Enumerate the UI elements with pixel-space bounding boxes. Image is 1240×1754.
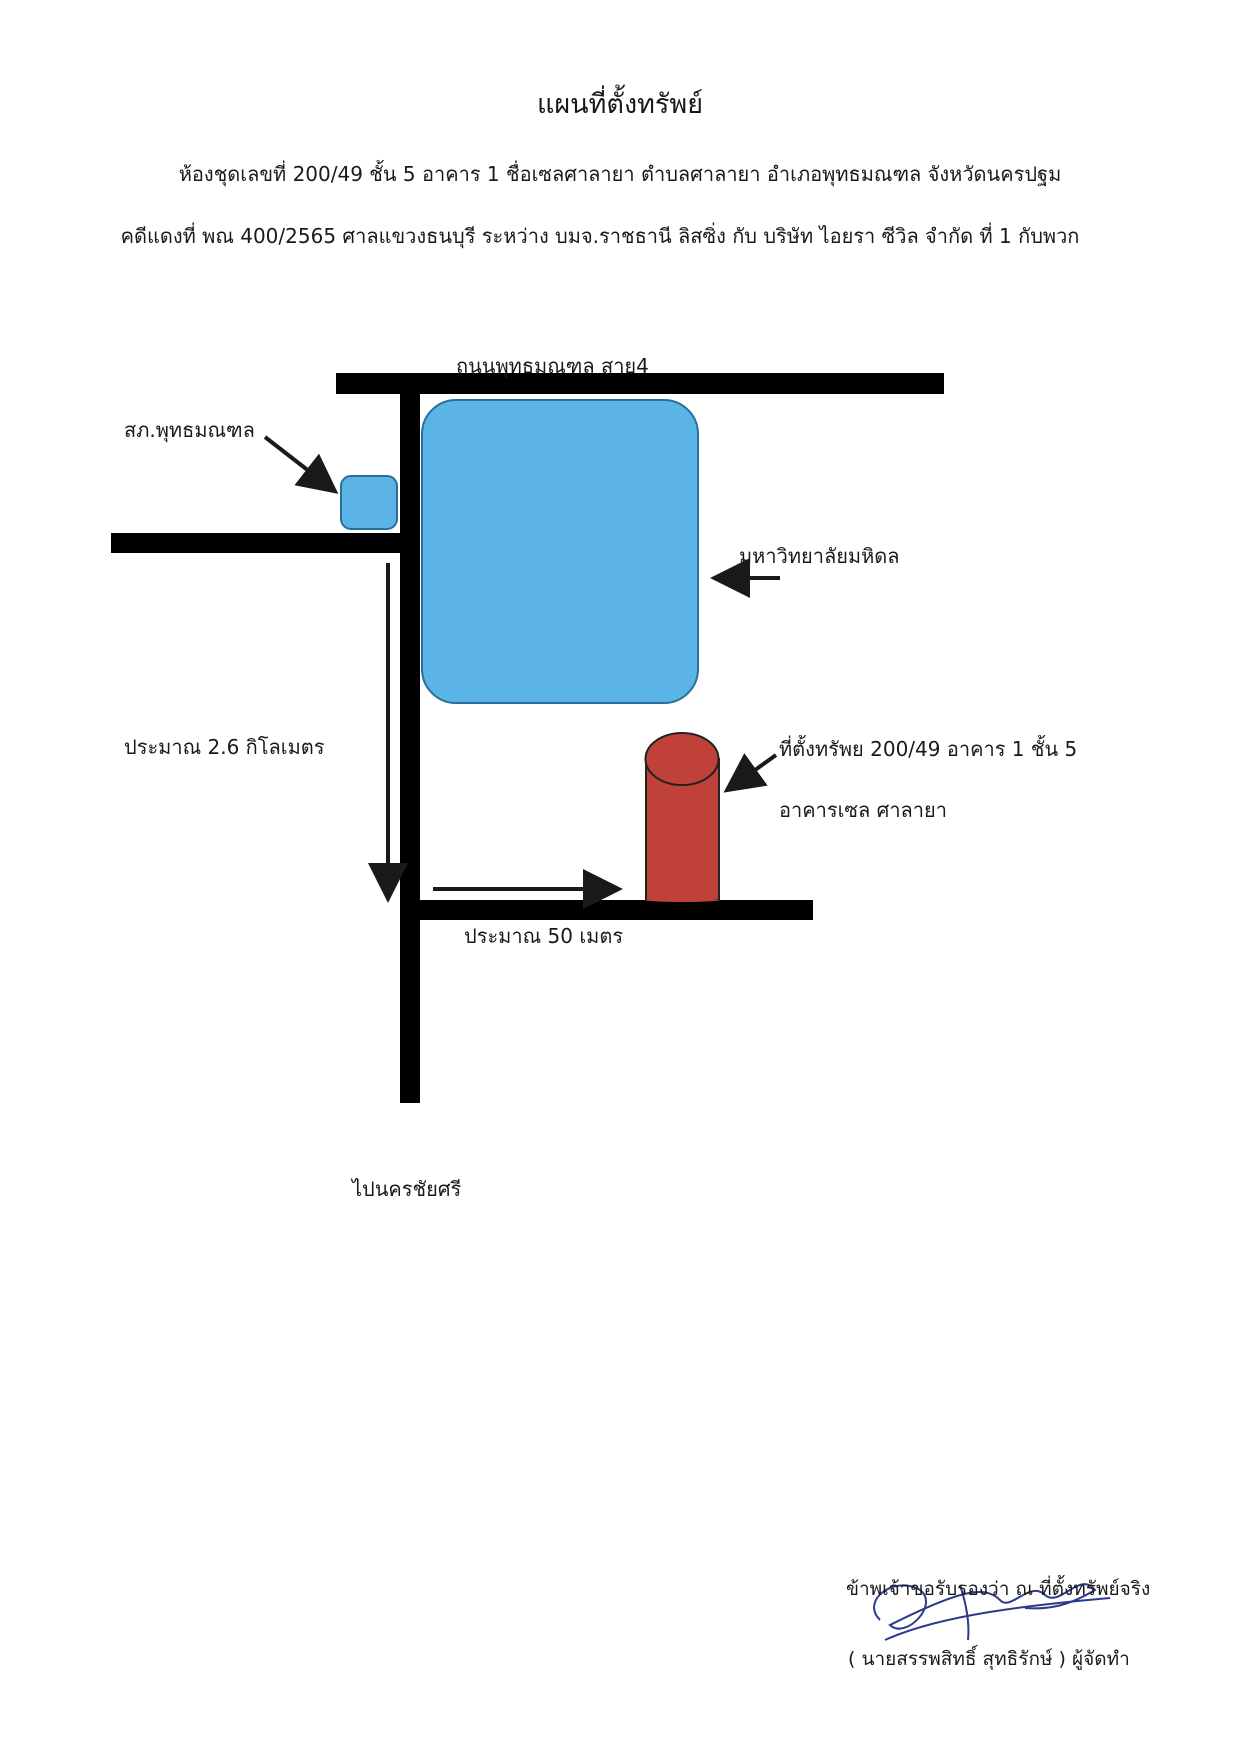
road-top [336,373,944,394]
police-station-label: สภ.พุทธมณฑล [124,418,255,442]
arrow-to-police [263,435,339,494]
road-left [111,533,407,553]
property-building-icon [644,732,720,902]
road-top-label: ถนนพุทธมณฑล สาย4 [456,354,649,378]
building-name-label: อาคารเซล ศาลายา [779,798,947,822]
distance-short-label: ประมาณ 50 เมตร [464,924,624,948]
signature-graphic [873,1583,1111,1641]
road-bottom [420,900,813,920]
police-station-block [340,475,398,530]
case-description: คดีแดงที่ พณ 400/2565 ศาลแขวงธนบุรี ระหว… [120,224,1080,248]
arrow-to-property [723,753,778,793]
university-label: มหาวิทยาลัยมหิดล [739,544,900,568]
property-description: ห้องชุดเลขที่ 200/49 ชั้น 5 อาคาร 1 ชื่อ… [178,162,1062,186]
road-vertical [400,373,420,1103]
page-title: แผนที่ตั้งทรัพย์ [536,89,704,120]
certification-statement: ข้าพเจ้าขอรับรองว่า ณ ที่ตั้งทรัพย์จริง [846,1578,1151,1600]
signatory-name: ( นายสรรพสิทธิ์ สุทธิรักษ์ ) ผู้จัดทำ [848,1648,1130,1670]
direction-label: ไปนครชัยศรี [352,1177,462,1201]
property-location-label: ที่ตั้งทรัพย 200/49 อาคาร 1 ชั้น 5 [779,737,1078,761]
distance-long-label: ประมาณ 2.6 กิโลเมตร [124,735,325,759]
university-block [421,399,699,704]
